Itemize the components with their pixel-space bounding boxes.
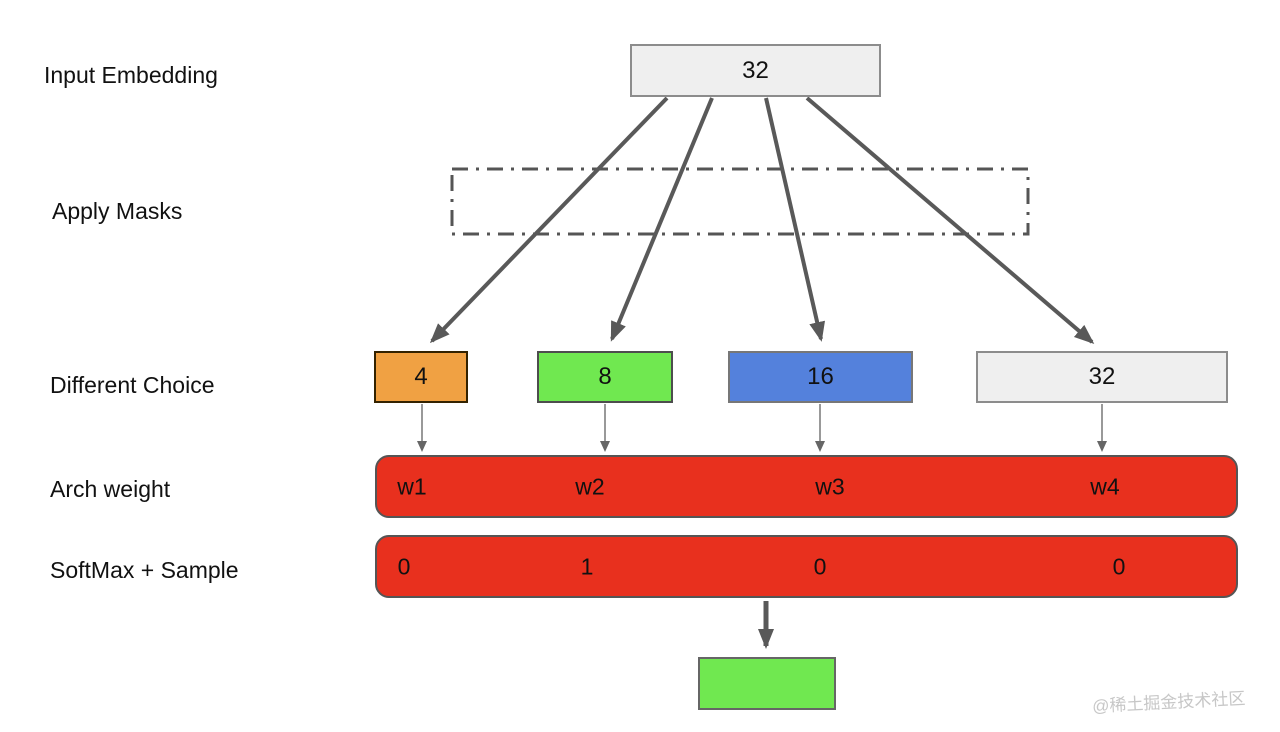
softmax-sample-1: 0 [397, 553, 411, 579]
choice-box-16: 16 [728, 351, 913, 403]
label-arch-weight: Arch weight [50, 476, 171, 502]
sampled-result-box [698, 657, 836, 710]
arch-weight-bar: w1 w2 w3 w4 [375, 455, 1238, 518]
choice-8-value: 8 [598, 363, 612, 390]
softmax-sample-2: 1 [580, 553, 594, 579]
arrow-input-to-choice-8 [610, 97, 714, 342]
softmax-sample-4: 0 [1112, 553, 1126, 579]
input-embedding-box: 32 [630, 44, 881, 97]
choice-box-32: 32 [976, 351, 1228, 403]
choice-32-value: 32 [1088, 363, 1116, 390]
label-input-embedding: Input Embedding [44, 62, 218, 88]
label-softmax-sample: SoftMax + Sample [50, 557, 239, 583]
arrow-input-to-choice-16 [764, 97, 826, 342]
choice-16-value: 16 [807, 363, 834, 390]
input-embedding-value: 32 [742, 56, 769, 84]
arch-weight-w1: w1 [397, 473, 427, 499]
arch-weight-w4: w4 [1090, 473, 1120, 499]
label-different-choice: Different Choice [50, 372, 215, 398]
apply-masks-region [450, 167, 1030, 236]
label-apply-masks: Apply Masks [52, 198, 183, 224]
arch-weight-w3: w3 [815, 473, 845, 499]
watermark: @稀土掘金技术社区 [1091, 688, 1246, 716]
choice-box-8: 8 [537, 351, 673, 403]
softmax-sample-bar: 0 1 0 0 [375, 535, 1238, 598]
choice-4-value: 4 [414, 363, 428, 390]
arrow-input-to-choice-4 [429, 96, 669, 344]
arrow-input-to-choice-32 [805, 96, 1095, 344]
choice-box-4: 4 [374, 351, 468, 403]
arch-weight-w2: w2 [575, 473, 605, 499]
softmax-sample-3: 0 [813, 553, 827, 579]
